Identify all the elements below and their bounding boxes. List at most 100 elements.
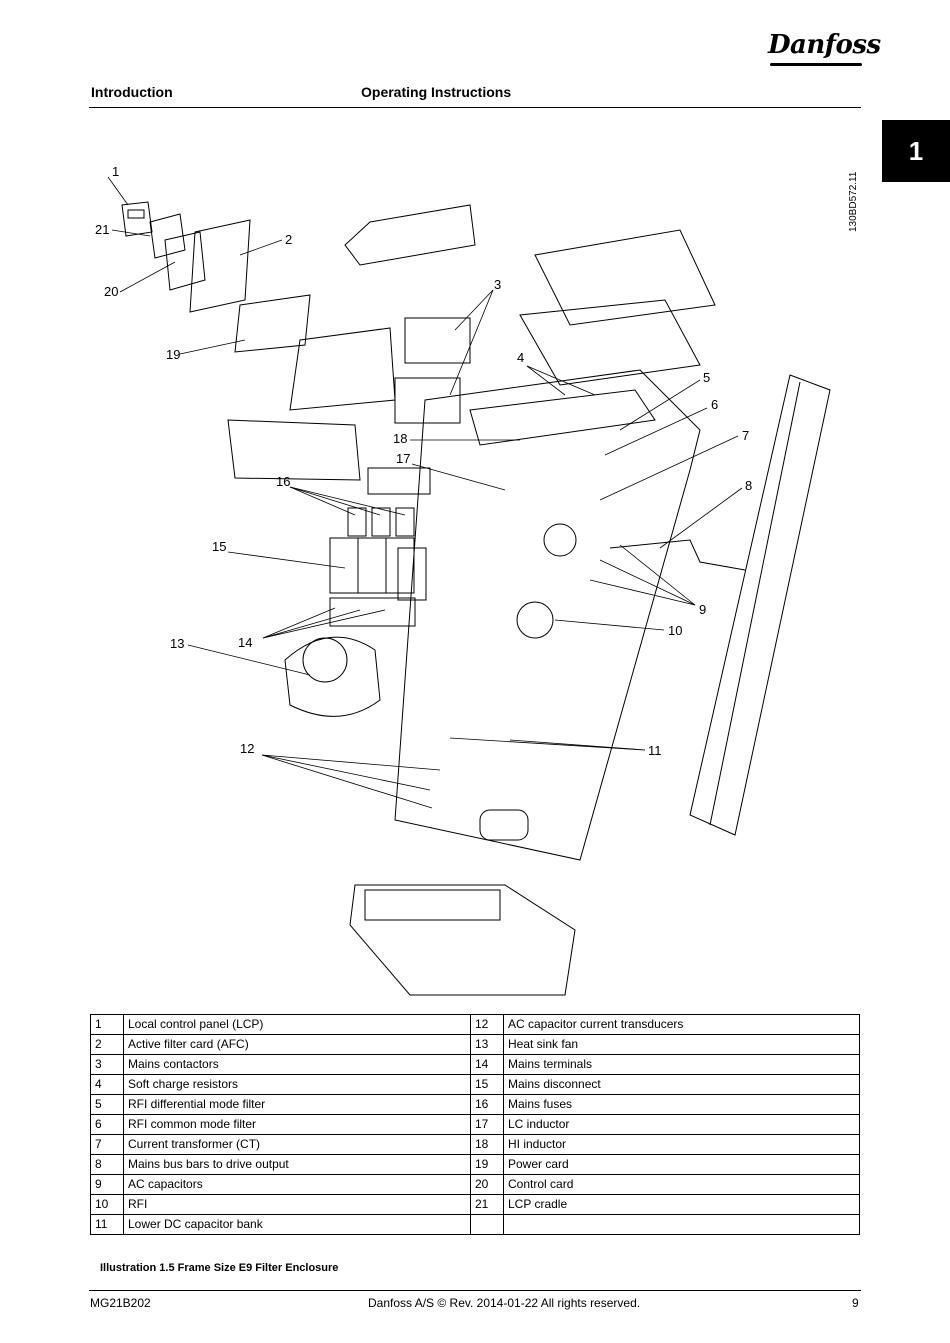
legend-num-left: 9 bbox=[90, 1174, 124, 1195]
legend-desc-left: Local control panel (LCP) bbox=[123, 1014, 471, 1035]
mains-disconnect-part bbox=[329, 537, 427, 601]
legend-desc-left: Soft charge resistors bbox=[123, 1074, 471, 1095]
bus-bar-part bbox=[609, 539, 746, 571]
rfi-filter-part bbox=[469, 389, 656, 446]
legend-num-left: 5 bbox=[90, 1094, 124, 1115]
legend-desc-left: Lower DC capacitor bank bbox=[123, 1214, 471, 1235]
dc-capacitor-bank-part bbox=[479, 809, 529, 841]
leader-lines bbox=[107, 176, 743, 809]
callout-8: 8 bbox=[745, 478, 752, 493]
rfi-part bbox=[516, 601, 554, 639]
callout-3: 3 bbox=[494, 277, 501, 292]
lcp-cradle-part bbox=[149, 213, 186, 259]
lc-inductor-part bbox=[367, 467, 431, 495]
callout-19: 19 bbox=[166, 347, 180, 362]
legend-num-left: 1 bbox=[90, 1014, 124, 1035]
callout-2: 2 bbox=[285, 232, 292, 247]
figure-caption: Illustration 1.5 Frame Size E9 Filter En… bbox=[100, 1262, 339, 1274]
chapter-tab: 1 bbox=[882, 120, 950, 182]
legend-desc-right: LC inductor bbox=[503, 1114, 860, 1135]
legend-desc-right: Mains disconnect bbox=[503, 1074, 860, 1095]
lcp-part bbox=[121, 201, 153, 237]
heat-sink-fan-part bbox=[284, 636, 381, 717]
mains-terminals-part bbox=[329, 597, 416, 627]
mains-fuses-part bbox=[347, 507, 415, 537]
callout-14: 14 bbox=[238, 635, 252, 650]
callout-7: 7 bbox=[742, 428, 749, 443]
legend-desc-left: Mains contactors bbox=[123, 1054, 471, 1075]
header-rule bbox=[89, 107, 861, 108]
page-number: 9 bbox=[852, 1296, 859, 1310]
legend-num-left: 4 bbox=[90, 1074, 124, 1095]
legend-desc-left: Mains bus bars to drive output bbox=[123, 1154, 471, 1175]
legend-num-right: 17 bbox=[470, 1114, 504, 1135]
mains-contactor-upper bbox=[404, 317, 471, 364]
legend-desc-left: RFI bbox=[123, 1194, 471, 1215]
legend-desc-right: AC capacitor current transducers bbox=[503, 1014, 860, 1035]
side-panel-part bbox=[689, 374, 831, 836]
main-chassis-part bbox=[394, 369, 701, 861]
footer-doc-number: MG21B202 bbox=[90, 1296, 151, 1310]
legend-desc-right: Control card bbox=[503, 1174, 860, 1195]
logo-swoosh bbox=[770, 63, 862, 66]
legend-num-right: 21 bbox=[470, 1194, 504, 1215]
legend-desc-right: Mains terminals bbox=[503, 1054, 860, 1075]
legend-num-left: 3 bbox=[90, 1054, 124, 1075]
legend-desc-right: Mains fuses bbox=[503, 1094, 860, 1115]
footer-rule bbox=[89, 1290, 861, 1291]
callout-20: 20 bbox=[104, 284, 118, 299]
legend-num-right: 13 bbox=[470, 1034, 504, 1055]
legend-num-left: 2 bbox=[90, 1034, 124, 1055]
legend-desc-left: Active filter card (AFC) bbox=[123, 1034, 471, 1055]
top-grille-part bbox=[344, 204, 476, 266]
legend-desc-left: AC capacitors bbox=[123, 1174, 471, 1195]
legend-num-left: 7 bbox=[90, 1134, 124, 1155]
footer-copyright: Danfoss A/S © Rev. 2014-01-22 All rights… bbox=[368, 1296, 641, 1310]
legend-desc-right bbox=[503, 1214, 860, 1235]
exploded-view-diagram: 1 2 3 4 5 6 7 8 9 10 11 12 13 14 15 16 1… bbox=[95, 164, 831, 996]
header-section-title: Introduction bbox=[91, 84, 173, 100]
callout-4: 4 bbox=[517, 350, 524, 365]
callout-1: 1 bbox=[112, 164, 119, 179]
gasket-part bbox=[519, 299, 701, 386]
legend-num-right: 14 bbox=[470, 1054, 504, 1075]
callout-11: 11 bbox=[648, 743, 662, 758]
legend-num-right: 18 bbox=[470, 1134, 504, 1155]
power-card-part bbox=[234, 294, 311, 353]
bottom-plinth-part bbox=[349, 884, 576, 996]
ac-capacitor-part bbox=[543, 523, 577, 557]
callout-16: 16 bbox=[276, 474, 290, 489]
legend-desc-right: LCP cradle bbox=[503, 1194, 860, 1215]
callout-18: 18 bbox=[393, 431, 407, 446]
legend-num-right: 20 bbox=[470, 1174, 504, 1195]
callout-21: 21 bbox=[95, 222, 109, 237]
legend-num-left: 8 bbox=[90, 1154, 124, 1175]
legend-num-right: 12 bbox=[470, 1014, 504, 1035]
legend-num-right: 16 bbox=[470, 1094, 504, 1115]
callout-13: 13 bbox=[170, 636, 184, 651]
legend-num-left: 11 bbox=[90, 1214, 124, 1235]
legend-num-right bbox=[470, 1214, 504, 1235]
danfoss-logo: Danfoss bbox=[768, 30, 881, 60]
top-cover-part bbox=[534, 229, 716, 326]
fuse-bracket-part bbox=[227, 419, 361, 481]
callout-9: 9 bbox=[699, 602, 706, 617]
legend-num-right: 19 bbox=[470, 1154, 504, 1175]
legend-desc-right: Power card bbox=[503, 1154, 860, 1175]
callout-6: 6 bbox=[711, 397, 718, 412]
legend-num-left: 10 bbox=[90, 1194, 124, 1215]
legend-num-left: 6 bbox=[90, 1114, 124, 1135]
afc-part bbox=[189, 219, 251, 313]
callout-12: 12 bbox=[240, 741, 254, 756]
legend-num-right: 15 bbox=[470, 1074, 504, 1095]
